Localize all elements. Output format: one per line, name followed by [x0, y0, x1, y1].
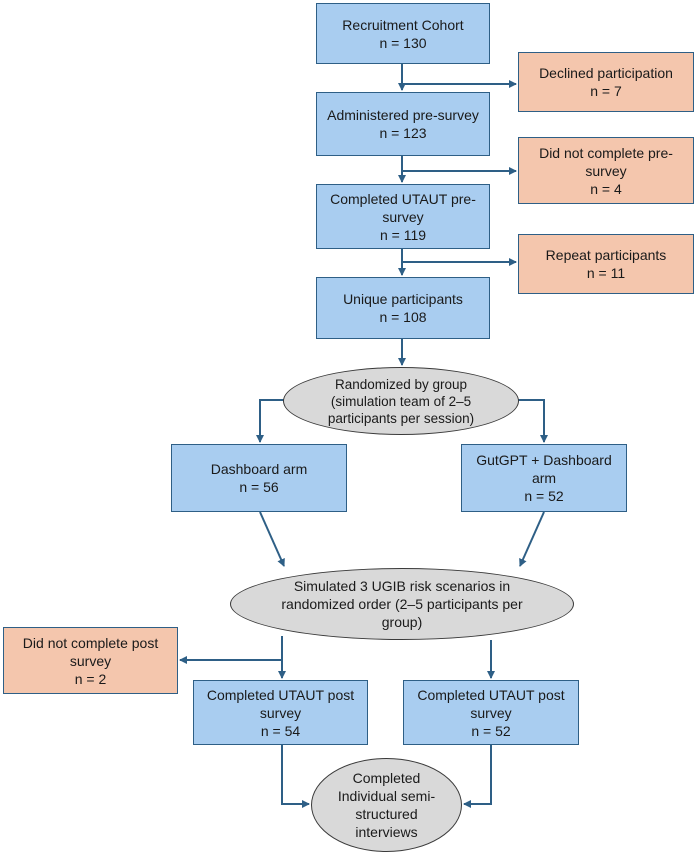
not-complete-pre-title: Did not complete pre-survey — [539, 144, 673, 179]
administered-title: Administered pre-survey — [327, 107, 479, 123]
unique-count: n = 108 — [379, 309, 427, 325]
dashboard-arm-count: n = 56 — [239, 479, 279, 495]
recruitment-count: n = 130 — [379, 34, 427, 51]
post-left-count: n = 54 — [260, 722, 301, 739]
administered-pre-survey-box: Administered pre-survey n = 123 — [316, 92, 490, 156]
unique-title: Unique participants — [343, 291, 463, 307]
gutgpt-arm-count: n = 52 — [524, 488, 564, 504]
post-left-title: Completed UTAUT post survey — [206, 686, 355, 721]
did-not-complete-pre-survey-box: Did not complete pre-survey n = 4 — [518, 137, 694, 204]
arrow-post-right-to-interviews — [463, 745, 492, 808]
completed-pre-count: n = 119 — [379, 226, 427, 243]
post-right-title: Completed UTAUT post survey — [417, 686, 565, 721]
arrow-gutgpt-arm-to-simulated — [519, 511, 545, 567]
dashboard-arm-box: Dashboard arm n = 56 — [171, 444, 347, 512]
arrow-post-left-to-interviews — [281, 745, 310, 808]
declined-participation-box: Declined participation n = 7 — [518, 52, 694, 112]
declined-count: n = 7 — [590, 83, 622, 99]
administered-count: n = 123 — [379, 125, 427, 141]
arrow-randomized-to-dashboard-arm — [256, 399, 285, 443]
interviews-text: Completed Individual semi-structured int… — [337, 770, 436, 840]
completed-post-survey-left-box: Completed UTAUT post survey n = 54 — [193, 680, 368, 745]
gutgpt-dashboard-arm-box: GutGPT + Dashboard arm n = 52 — [461, 444, 627, 512]
post-right-count: n = 52 — [471, 722, 511, 739]
simulated-scenarios-oval: Simulated 3 UGIB risk scenarios in rando… — [230, 568, 574, 640]
completed-interviews-oval: Completed Individual semi-structured int… — [311, 758, 462, 852]
repeat-title: Repeat participants — [545, 247, 667, 263]
declined-title: Declined participation — [539, 65, 673, 81]
arrow-randomized-to-gutgpt-arm — [517, 399, 548, 443]
dashboard-arm-title: Dashboard arm — [210, 461, 308, 477]
gutgpt-arm-title: GutGPT + Dashboard arm — [476, 452, 612, 486]
recruitment-cohort-box: Recruitment Cohort n = 130 — [316, 3, 490, 64]
arrow-dashboard-arm-to-simulated — [259, 511, 285, 567]
completed-pre-title: Completed UTAUT pre-survey — [330, 190, 476, 225]
randomized-text: Randomized by group (simulation team of … — [327, 376, 475, 426]
recruitment-title: Recruitment Cohort — [342, 16, 464, 33]
did-not-complete-post-survey-box: Did not complete post survey n = 2 — [3, 627, 178, 694]
completed-utaut-pre-survey-box: Completed UTAUT pre-survey n = 119 — [316, 184, 490, 249]
not-complete-post-title: Did not complete post survey — [22, 634, 159, 669]
unique-participants-box: Unique participants n = 108 — [316, 277, 490, 339]
not-complete-pre-count: n = 4 — [590, 180, 622, 197]
repeat-participants-box: Repeat participants n = 11 — [518, 234, 694, 294]
simulated-text: Simulated 3 UGIB risk scenarios in rando… — [281, 578, 523, 630]
repeat-count: n = 11 — [586, 265, 626, 281]
randomized-by-group-oval: Randomized by group (simulation team of … — [283, 367, 519, 435]
completed-post-survey-right-box: Completed UTAUT post survey n = 52 — [403, 680, 579, 745]
not-complete-post-count: n = 2 — [74, 670, 107, 687]
